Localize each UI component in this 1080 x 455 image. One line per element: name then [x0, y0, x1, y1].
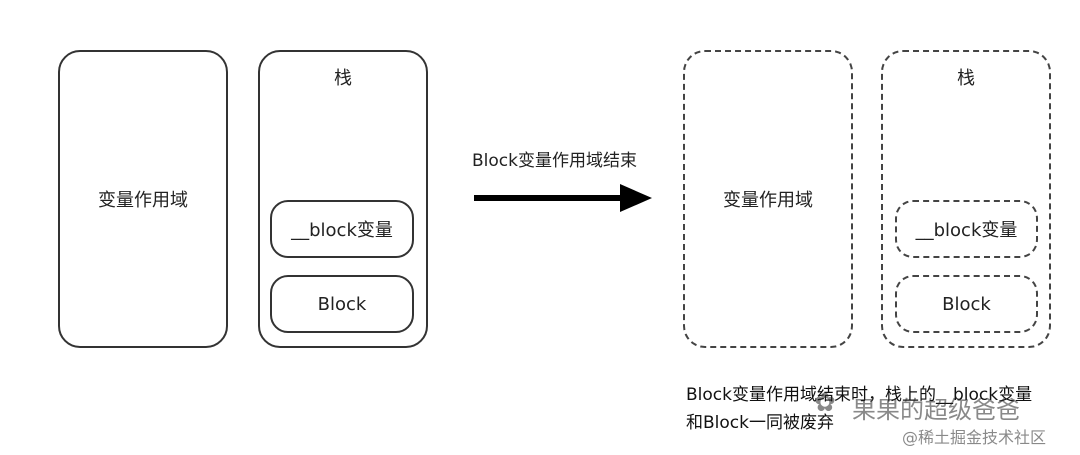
caption-line-1: Block变量作用域结束时，栈上的__block变量: [686, 385, 1033, 405]
variable-scope-box-discarded: 变量作用域: [683, 50, 853, 348]
right-arrow-icon: [474, 184, 652, 212]
block-variable-label: __block变量: [291, 220, 393, 241]
block-label-discarded: Block: [942, 293, 991, 315]
block-label: Block: [317, 293, 367, 315]
block-variable-box: __block变量: [270, 200, 414, 258]
stack-label: 栈: [334, 68, 352, 89]
block-variable-box-discarded: __block变量: [895, 200, 1038, 258]
stack-label-discarded: 栈: [957, 68, 975, 89]
variable-scope-label: 变量作用域: [98, 190, 188, 211]
block-variable-label-discarded: __block变量: [915, 220, 1018, 241]
watermark-account: 果果的超级爸爸: [852, 396, 1020, 424]
block-box-discarded: Block: [895, 275, 1038, 333]
variable-scope-label-discarded: 变量作用域: [723, 190, 813, 211]
caption-line-2: 和Block一同被废弃: [686, 413, 834, 433]
wechat-icon: ✿: [814, 388, 836, 418]
block-box: Block: [270, 275, 414, 333]
watermark-site: @稀土掘金技术社区: [902, 428, 1047, 447]
variable-scope-box: 变量作用域: [58, 50, 228, 348]
transition-label: Block变量作用域结束: [472, 151, 637, 171]
